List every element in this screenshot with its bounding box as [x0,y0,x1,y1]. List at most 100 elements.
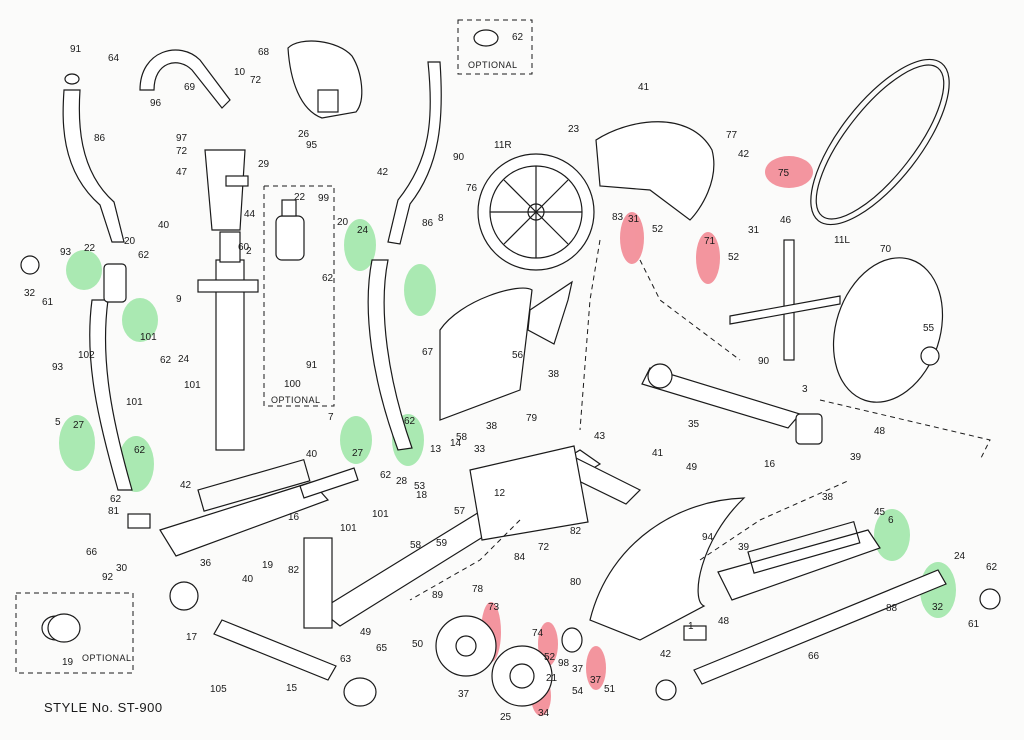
part-label-27: 27 [73,420,85,431]
part-label-38: 38 [548,369,560,380]
part-label-10: 10 [234,67,246,78]
part-label-100: 100 [284,379,301,390]
part-label-67: 67 [422,347,434,358]
part-label-72: 72 [250,75,262,86]
part-label-98: 98 [558,658,570,669]
part-label-91: 91 [70,44,82,55]
part-label-101: 101 [340,523,357,534]
part-label-43: 43 [594,431,606,442]
part-label-97: 97 [176,133,188,144]
part-label-21: 21 [546,673,558,684]
optional-caption-bottom-left: OPTIONAL [82,653,132,663]
part-label-62: 62 [380,470,392,481]
part-label-39: 39 [738,542,750,553]
part-label-49: 49 [360,627,372,638]
part-label-55: 55 [923,323,935,334]
part-label-29: 29 [258,159,270,170]
optional-boxes [15,19,533,674]
part-label-39: 39 [850,452,862,463]
part-label-12: 12 [494,488,506,499]
part-label-11L: 11L [834,235,850,246]
part-label-34: 34 [538,708,550,719]
green-highlights [59,219,956,618]
part-label-19: 19 [262,560,274,571]
part-label-68: 68 [258,47,270,58]
part-label-50: 50 [412,639,424,650]
part-label-40: 40 [242,574,254,585]
part-linework [20,29,1001,707]
part-label-31: 31 [748,225,760,236]
part-label-75: 75 [778,168,790,179]
part-label-83: 83 [612,212,624,223]
part-label-96: 96 [150,98,162,109]
part-label-24: 24 [954,551,966,562]
part-label-25: 25 [500,712,512,723]
part-label-35: 35 [688,419,700,430]
part-label-102: 102 [78,350,95,361]
part-label-27: 27 [352,448,364,459]
part-label-31: 31 [628,214,640,225]
part-label-7: 7 [328,412,334,423]
part-label-65: 65 [376,643,388,654]
part-label-80: 80 [570,577,582,588]
part-label-40: 40 [158,220,170,231]
part-label-71: 71 [704,236,716,247]
part-label-69: 69 [184,82,196,93]
part-label-30: 30 [116,563,128,574]
part-label-49: 49 [686,462,698,473]
part-label-79: 79 [526,413,538,424]
part-label-23: 23 [568,124,580,135]
part-label-77: 77 [726,130,738,141]
part-label-62: 62 [110,494,122,505]
part-label-38: 38 [486,421,498,432]
part-label-95: 95 [306,140,318,151]
part-label-54: 54 [572,686,584,697]
part-label-44: 44 [244,209,256,220]
part-label-37: 37 [572,664,584,675]
part-label-62: 62 [404,416,416,427]
part-label-11R: 11R [494,140,512,151]
part-label-1: 1 [688,621,694,632]
part-label-105: 105 [210,684,227,695]
part-label-92: 92 [102,572,114,583]
part-label-6: 6 [888,515,894,526]
part-label-91: 91 [306,360,318,371]
part-label-94: 94 [702,532,714,543]
part-label-42: 42 [180,480,192,491]
part-label-28: 28 [396,476,408,487]
part-label-88: 88 [886,603,898,614]
part-label-26: 26 [298,129,310,140]
part-label-19: 19 [62,657,74,668]
part-label-22: 22 [294,192,306,203]
part-label-15: 15 [286,683,298,694]
part-label-33: 33 [474,444,486,455]
part-label-24: 24 [357,225,369,236]
part-label-61: 61 [968,619,980,630]
part-label-58: 58 [456,432,468,443]
part-label-64: 64 [108,53,120,64]
part-label-42: 42 [738,149,750,160]
part-label-58: 58 [410,540,422,551]
part-label-52: 52 [544,652,556,663]
part-label-76: 76 [466,183,478,194]
style-number-caption: STYLE No. ST-900 [44,700,163,715]
optional-caption-top: OPTIONAL [468,60,518,70]
part-label-101: 101 [126,397,143,408]
part-label-62: 62 [134,445,146,456]
part-label-72: 72 [538,542,550,553]
part-label-72: 72 [176,146,188,157]
part-label-66: 66 [86,547,98,558]
part-label-45: 45 [874,507,886,518]
part-label-62: 62 [322,273,334,284]
part-label-89: 89 [432,590,444,601]
part-label-82: 82 [570,526,582,537]
part-label-93: 93 [52,362,64,373]
part-label-51: 51 [604,684,616,695]
part-label-37: 37 [458,689,470,700]
part-label-62: 62 [160,355,172,366]
part-label-53: 53 [414,481,426,492]
part-label-41: 41 [652,448,664,459]
part-label-42: 42 [660,649,672,660]
part-label-66: 66 [808,651,820,662]
